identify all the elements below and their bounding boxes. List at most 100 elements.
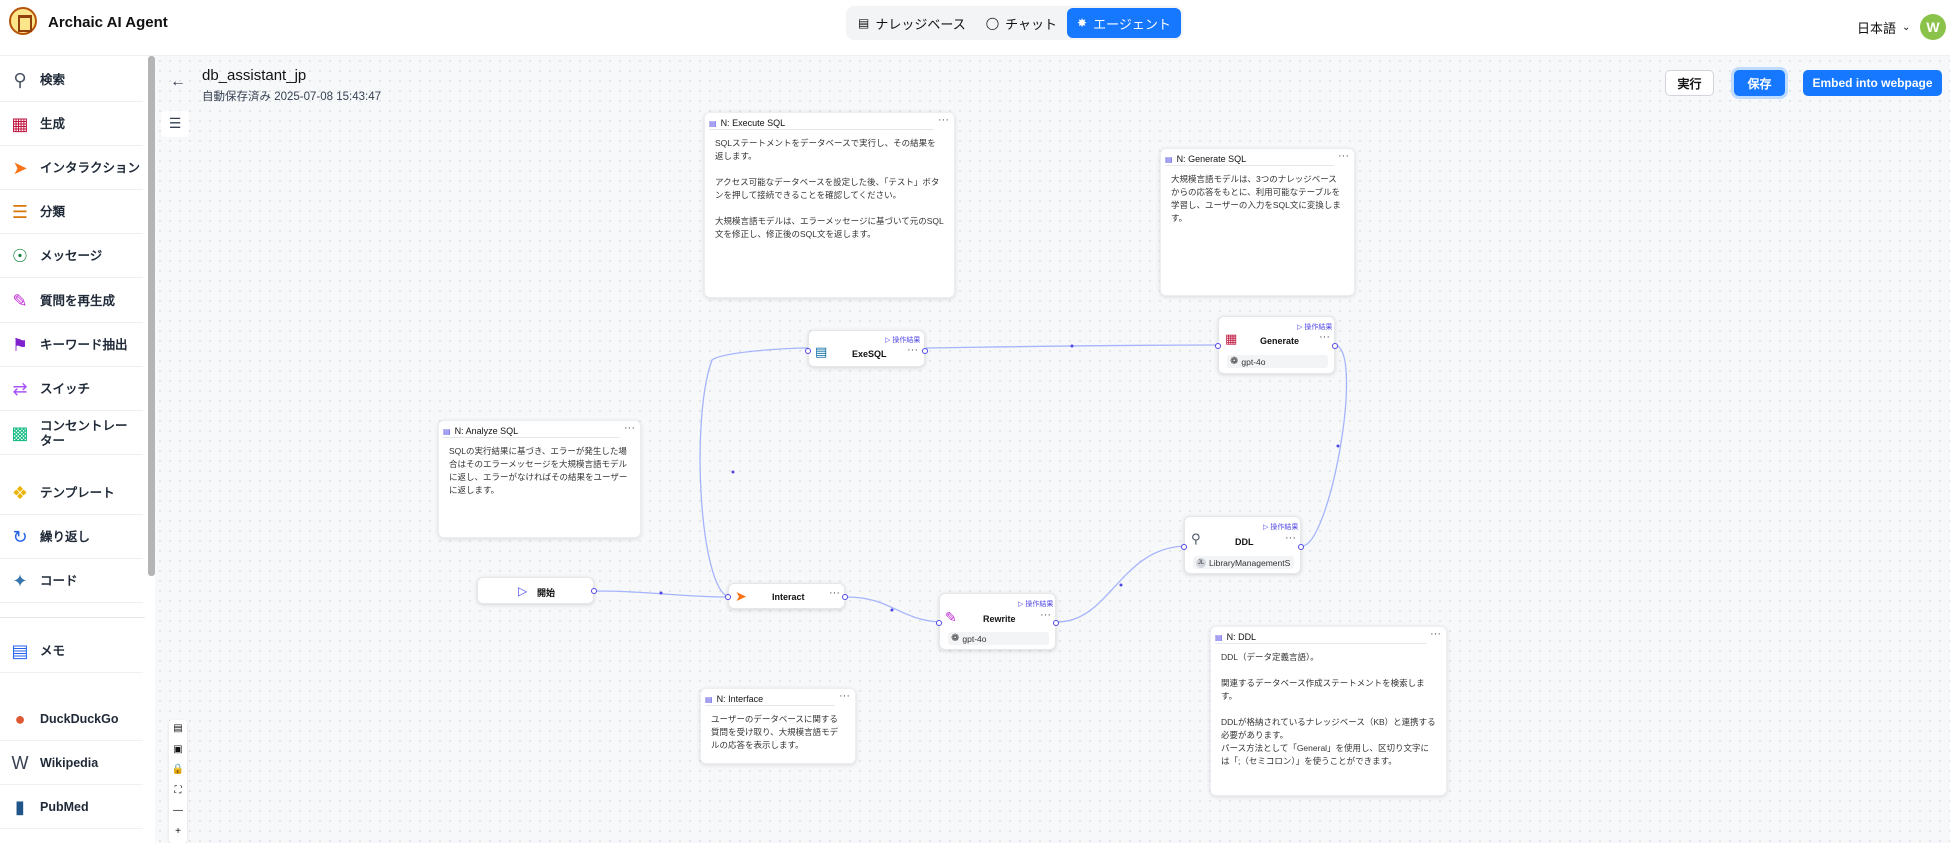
list-icon[interactable]: ☰ — [161, 111, 189, 137]
output-port[interactable] — [591, 588, 597, 594]
node-result-link[interactable]: ▷ 操作結果 — [1018, 601, 1054, 608]
note-title[interactable]: N: Interface — [716, 694, 764, 704]
more-icon[interactable]: ··· — [907, 344, 918, 356]
avatar[interactable]: W — [1920, 14, 1946, 40]
tab-label: チャット — [1005, 16, 1058, 32]
sidebar-item-keyword[interactable]: ⚑キーワード抽出 — [0, 325, 143, 367]
node-ddl[interactable]: ▷ 操作結果 ⚲ DDL ··· JL LibraryManagementS — [1181, 516, 1304, 574]
more-icon[interactable]: ··· — [829, 587, 840, 599]
load-file-icon[interactable]: ▣ — [173, 743, 183, 755]
lock-icon[interactable]: 🔒 — [171, 764, 185, 775]
node-interact[interactable]: ➤ Interact ··· — [725, 583, 848, 609]
sidebar-scrollbar[interactable] — [148, 56, 155, 576]
more-icon[interactable]: ··· — [1040, 609, 1051, 621]
zoom-out-icon[interactable]: — — [173, 805, 183, 816]
note-icon: ▤ — [443, 426, 451, 436]
wikipedia-icon: W — [11, 753, 29, 773]
save-to-file-icon[interactable]: ▤ — [173, 723, 183, 734]
loop-icon: ↻ — [12, 527, 28, 547]
note-body[interactable]: DDL（データ定義言語）。 関連するデータベース作成ステートメントを検索します。… — [1221, 652, 1436, 766]
note-title[interactable]: N: Generate SQL — [1176, 154, 1247, 164]
sidebar-item-pubmed[interactable]: ▮PubMed — [0, 787, 143, 829]
note-interface[interactable]: ▤ N: Interface ··· ユーザーのデータベースに関する質問を受け取… — [700, 688, 856, 764]
tab-label: ナレッジベース — [875, 16, 966, 32]
sidebar-item-categorize[interactable]: ☰分類 — [0, 192, 143, 234]
flow-canvas[interactable] — [155, 56, 1950, 843]
note-body[interactable]: SQLの実行結果に基づき、エラーが発生した場合はそのエラーメッセージを大規模言語… — [449, 446, 628, 495]
node-result-link[interactable]: ▷ 操作結果 — [1297, 324, 1333, 331]
input-port[interactable] — [1215, 343, 1221, 349]
chevron-down-icon: ⌄ — [1902, 22, 1911, 33]
note-execute-sql[interactable]: ▤ N: Execute SQL ··· SQLステートメントをデータベースで実… — [704, 112, 955, 298]
note-title[interactable]: N: Execute SQL — [720, 118, 786, 128]
sidebar-item-message[interactable]: ☉メッセージ — [0, 236, 143, 278]
more-icon[interactable]: ··· — [1285, 532, 1296, 544]
output-port[interactable] — [842, 594, 848, 600]
node-label: Interact — [772, 592, 805, 602]
sidebar-item-switch[interactable]: ⇄スイッチ — [0, 369, 143, 411]
more-icon[interactable]: ··· — [938, 114, 949, 126]
sidebar-item-rewrite[interactable]: ✎質問を再生成 — [0, 281, 143, 323]
model-badge: ❁ gpt-4o — [1227, 355, 1328, 368]
tab-knowledge-base[interactable]: ▤ ナレッジベース — [848, 8, 976, 38]
more-icon[interactable]: ··· — [839, 690, 850, 702]
tab-chat[interactable]: ◯ チャット — [976, 8, 1067, 38]
save-button[interactable]: 保存 — [1734, 70, 1785, 96]
send-icon: ➤ — [735, 588, 747, 604]
tab-agent[interactable]: ✸ エージェント — [1067, 8, 1181, 38]
output-port[interactable] — [1332, 343, 1338, 349]
input-port[interactable] — [1181, 544, 1187, 550]
node-result-link[interactable]: ▷ 操作結果 — [885, 337, 921, 344]
more-icon[interactable]: ··· — [624, 422, 635, 434]
note-header: ▤ N: Interface — [705, 693, 835, 706]
pubmed-icon: ▮ — [15, 797, 25, 817]
language-select[interactable]: 日本語 ⌄ — [1857, 18, 1910, 37]
model-name: gpt-4o — [1241, 356, 1266, 367]
input-port[interactable] — [805, 348, 811, 354]
embed-button[interactable]: Embed into webpage — [1803, 70, 1942, 96]
send-icon: ➤ — [12, 158, 28, 178]
sidebar-item-send[interactable]: ➤インタラクション — [0, 148, 143, 190]
note-title[interactable]: N: Analyze SQL — [454, 426, 519, 436]
rewrite-icon: ✎ — [945, 609, 957, 625]
more-icon[interactable]: ··· — [1338, 150, 1349, 162]
input-port[interactable] — [725, 594, 731, 600]
sidebar-item-generate[interactable]: ▦生成 — [0, 104, 143, 146]
node-begin[interactable]: ▷ 開始 — [477, 577, 597, 604]
play-icon: ▷ — [518, 584, 528, 598]
python-icon: ✦ — [12, 571, 28, 591]
sidebar-item-template[interactable]: ❖テンプレート — [0, 473, 143, 515]
sidebar-item-duckduckgo[interactable]: ●DuckDuckGo — [0, 699, 143, 741]
more-icon[interactable]: ··· — [1319, 331, 1330, 343]
back-arrow-icon[interactable]: ← — [170, 73, 186, 90]
sidebar-item-label: 生成 — [40, 117, 66, 131]
sidebar-item-concentrator[interactable]: ▩コンセントレーター — [0, 413, 143, 455]
note-ddl[interactable]: ▤ N: DDL ··· DDL（データ定義言語）。 関連するデータベース作成ス… — [1210, 626, 1447, 796]
note-title[interactable]: N: DDL — [1226, 632, 1257, 642]
note-body[interactable]: SQLステートメントをデータベースで実行し、その結果を返します。 アクセス可能な… — [715, 138, 944, 239]
sidebar-item-note[interactable]: ▤メモ — [0, 631, 143, 673]
note-body[interactable]: ユーザーのデータベースに関する質問を受け取り、大規模言語モデルの応答を表示します… — [711, 714, 839, 750]
note-icon: ▤ — [11, 641, 29, 661]
node-exesql[interactable]: ▷ 操作結果 ▤ ExeSQL ··· — [805, 330, 928, 367]
note-generate-sql[interactable]: ▤ N: Generate SQL ··· 大規模言語モデルは、3つのナレッジベ… — [1160, 148, 1355, 296]
zoom-in-icon[interactable]: + — [175, 825, 181, 837]
node-generate[interactable]: ▷ 操作結果 ▦ Generate ··· ❁ gpt-4o — [1215, 316, 1338, 374]
sidebar-item-loop[interactable]: ↻繰り返し — [0, 517, 143, 559]
sidebar-item-python[interactable]: ✦コード — [0, 561, 143, 603]
output-port[interactable] — [922, 348, 928, 354]
node-rewrite[interactable]: ▷ 操作結果 ✎ Rewrite ··· ❁ gpt-4o — [936, 593, 1059, 650]
node-result-link[interactable]: ▷ 操作結果 — [1263, 524, 1299, 531]
note-body[interactable]: 大規模言語モデルは、3つのナレッジベースからの応答をもとに、利用可能なテーブルを… — [1171, 174, 1341, 223]
run-button[interactable]: 実行 — [1665, 70, 1714, 96]
note-analyze-sql[interactable]: ▤ N: Analyze SQL ··· SQLの実行結果に基づき、エラーが発生… — [438, 420, 641, 538]
output-port[interactable] — [1053, 620, 1059, 626]
more-icon[interactable]: ··· — [1430, 628, 1441, 640]
sidebar-item-retrieval[interactable]: ⚲検索 — [0, 60, 143, 102]
input-port[interactable] — [936, 620, 942, 626]
kb-avatar-icon: JL — [1196, 557, 1206, 568]
output-port[interactable] — [1298, 544, 1304, 550]
app-name: Archaic AI Agent — [48, 14, 168, 31]
fit-view-icon[interactable]: ⛶ — [174, 784, 182, 796]
